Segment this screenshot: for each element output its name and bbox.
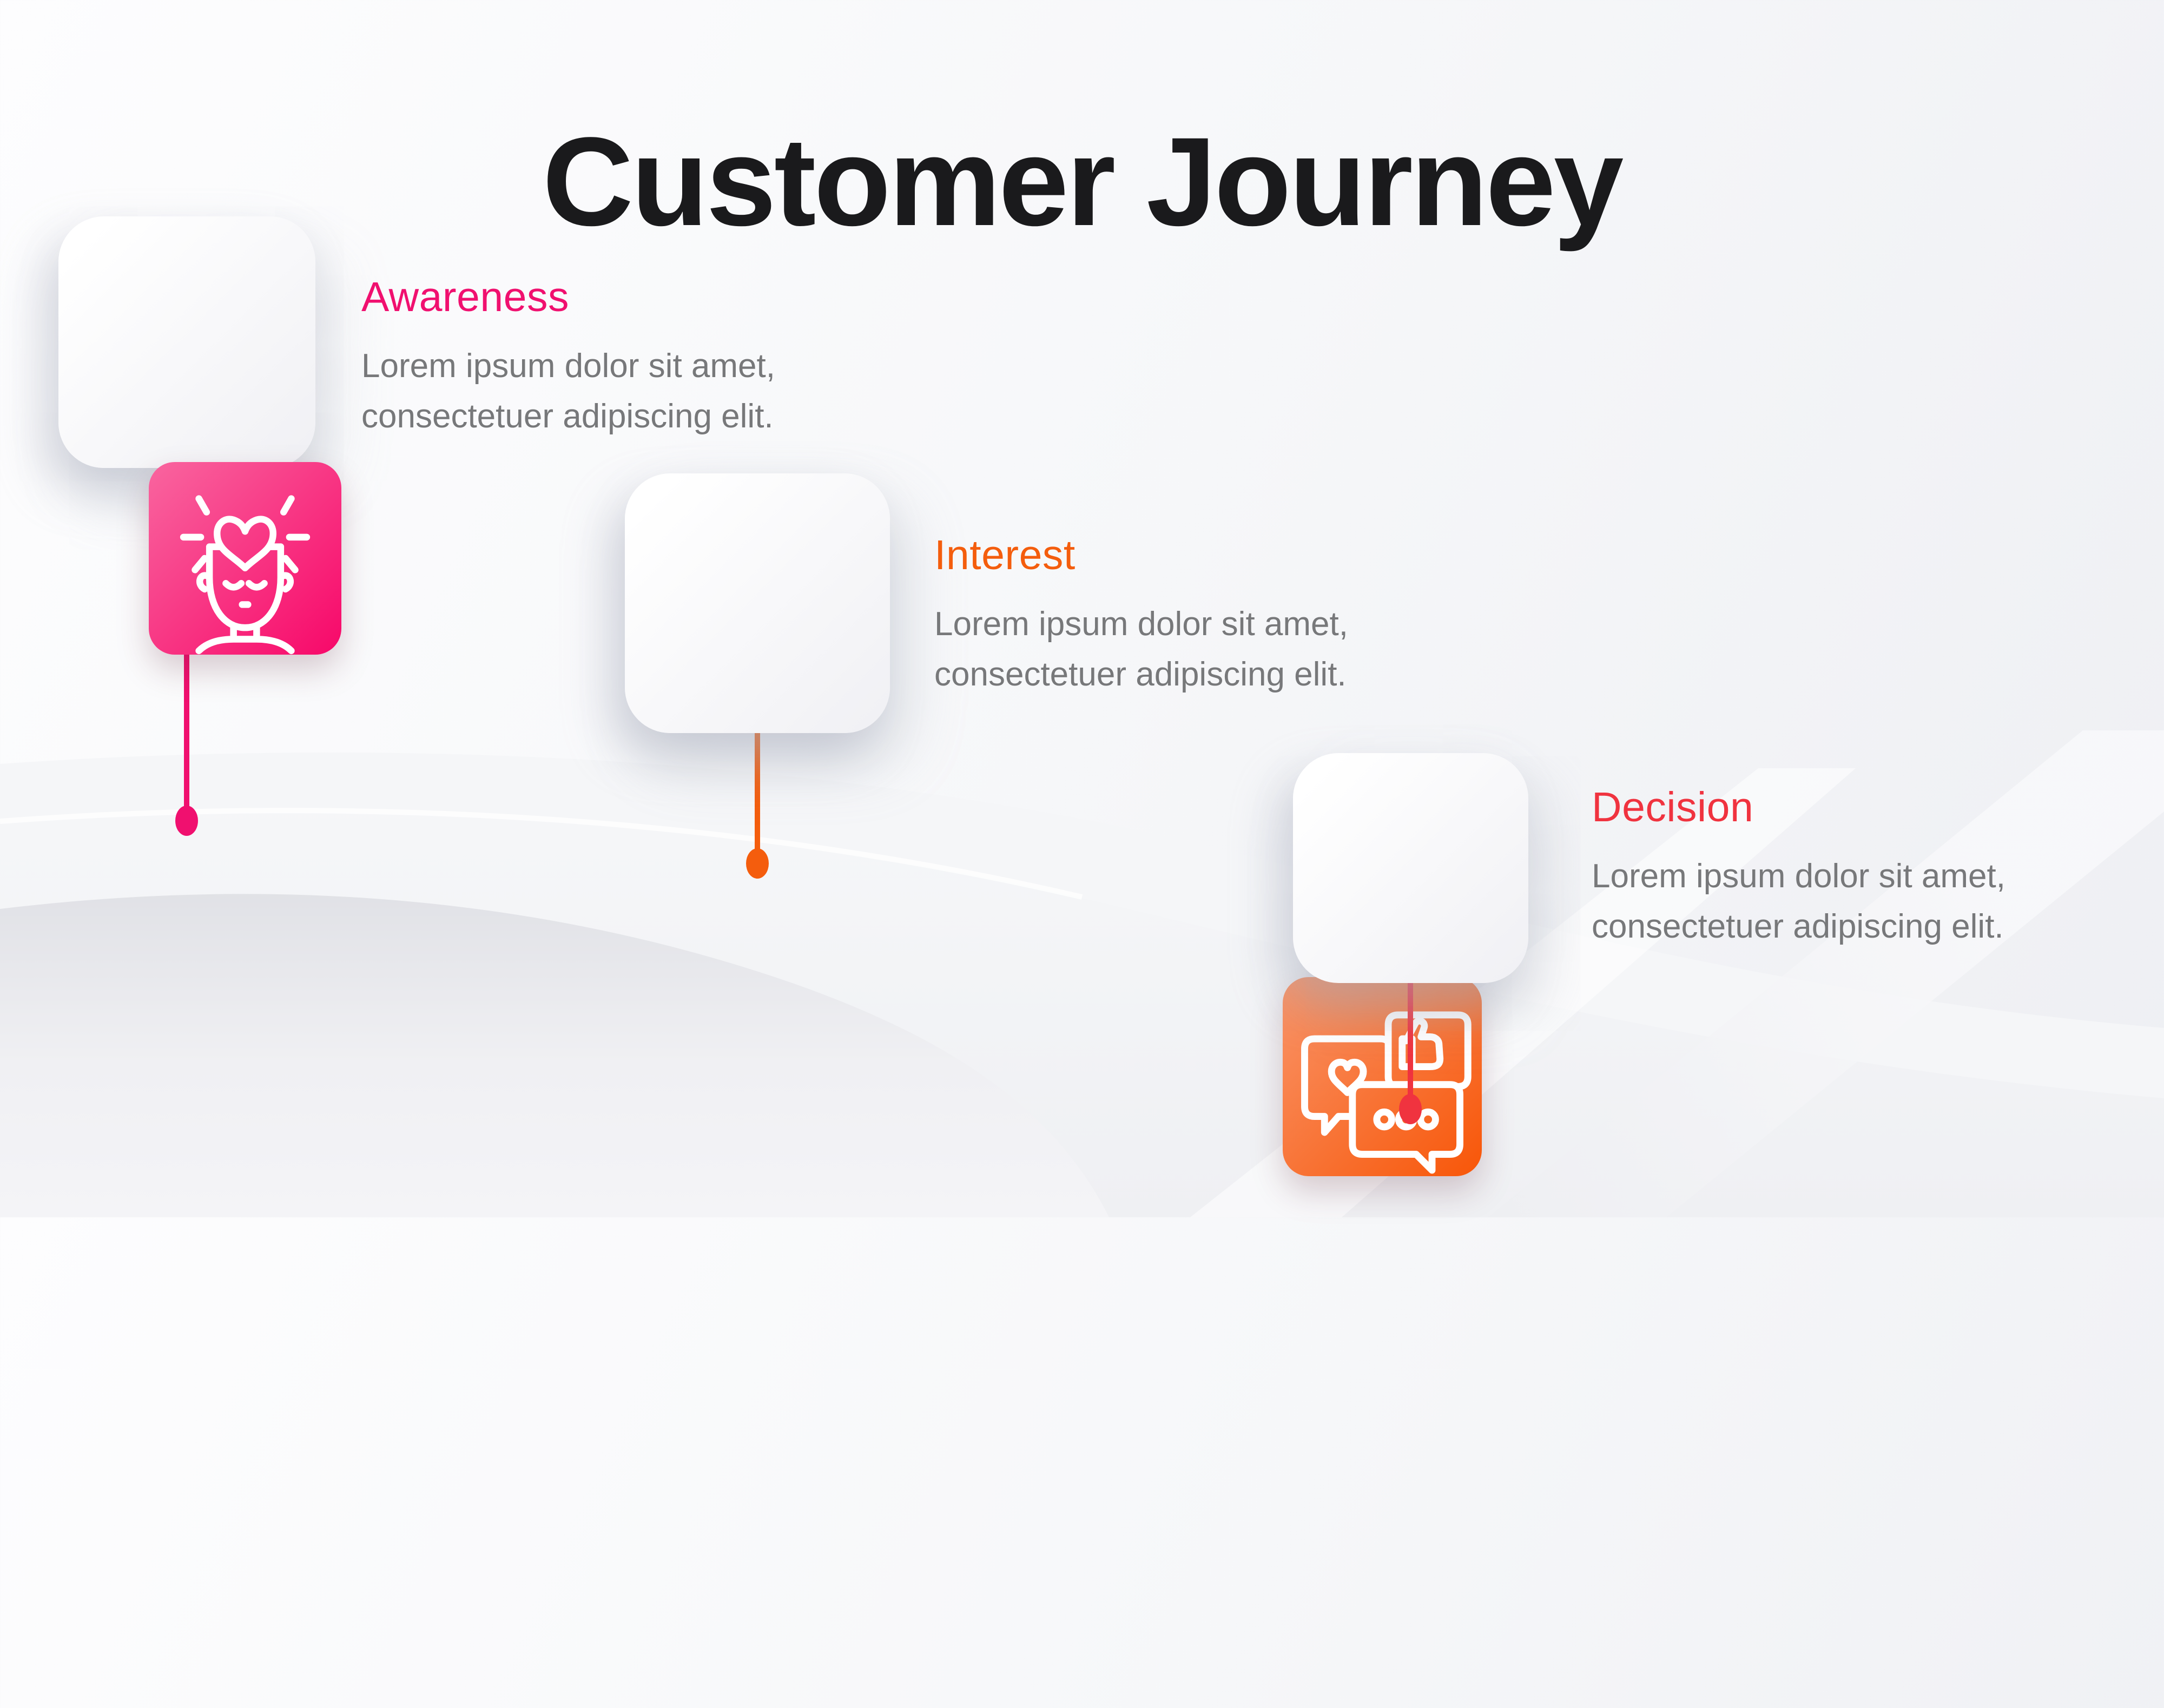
stage-interest: Interest Lorem ipsum dolor sit amet, con… xyxy=(625,473,1482,1176)
interest-connector-dot xyxy=(746,848,769,879)
awareness-text-block: Awareness Lorem ipsum dolor sit amet, co… xyxy=(361,273,848,441)
stage-decision: ? Decision Lorem ipsum dolor sit amet, c… xyxy=(1293,753,2079,1124)
stage-title-decision: Decision xyxy=(1592,784,1754,830)
interest-card xyxy=(625,473,1482,1176)
page-title: Customer Journey xyxy=(542,111,1624,253)
stage-description-awareness: Lorem ipsum dolor sit amet, consectetuer… xyxy=(361,347,775,435)
stage-title-awareness: Awareness xyxy=(361,274,570,320)
awareness-connector-dot xyxy=(175,806,198,836)
decision-connector-line xyxy=(1408,893,1413,1098)
chat-reactions-icon xyxy=(1283,977,1482,1176)
background-road-waves xyxy=(0,730,2164,1217)
interest-icon-tile xyxy=(1283,977,1482,1176)
decision-text-block: Decision Lorem ipsum dolor sit amet, con… xyxy=(1592,783,2079,952)
decision-card: ? xyxy=(1293,753,1528,983)
stage-description-interest: Lorem ipsum dolor sit amet, consectetuer… xyxy=(934,605,1348,693)
awareness-icon-tile xyxy=(149,462,341,655)
mind-heart-icon xyxy=(149,462,341,655)
stage-title-interest: Interest xyxy=(934,532,1076,578)
stage-awareness: Awareness Lorem ipsum dolor sit amet, co… xyxy=(58,216,848,836)
awareness-card xyxy=(58,216,341,655)
stage-description-decision: Lorem ipsum dolor sit amet, consectetuer… xyxy=(1592,858,2005,945)
decision-connector-dot xyxy=(1399,1094,1422,1124)
interest-text-block: Interest Lorem ipsum dolor sit amet, con… xyxy=(934,531,1421,700)
